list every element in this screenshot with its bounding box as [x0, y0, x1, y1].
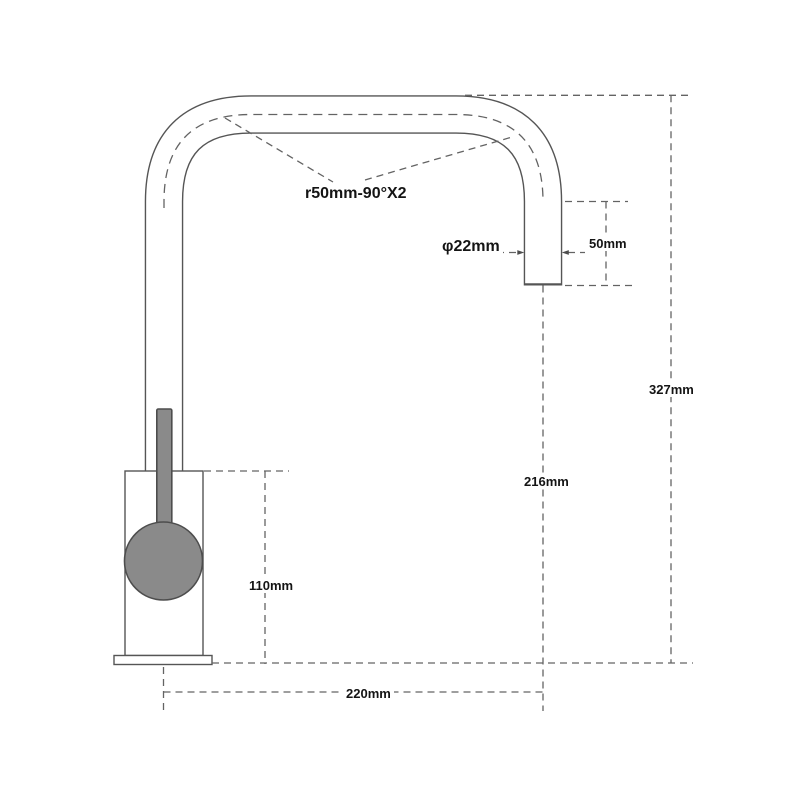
spout-centerline: [163, 113, 544, 208]
dim-label-outlet-drop: 50mm: [586, 236, 630, 251]
radius-leader-right: [364, 136, 513, 181]
diameter-arrow-left: [517, 250, 525, 255]
dim-label-total-height: 327mm: [646, 382, 697, 397]
radius-leader-left: [224, 117, 334, 183]
diameter-arrow-right: [561, 250, 569, 255]
spout-diameter-callout: φ22mm: [439, 238, 503, 256]
bend-radius-callout: r50mm-90°X2: [302, 185, 410, 203]
spout-tube-fill: [146, 96, 561, 471]
spout-tube-outline: [144, 95, 563, 471]
base-plate: [113, 654, 213, 666]
dim-label-body-height: 110mm: [246, 578, 297, 593]
dim-label-spout-clearance: 216mm: [521, 474, 572, 489]
handle-ball: [123, 521, 204, 601]
dim-label-spout-reach: 220mm: [343, 686, 394, 701]
